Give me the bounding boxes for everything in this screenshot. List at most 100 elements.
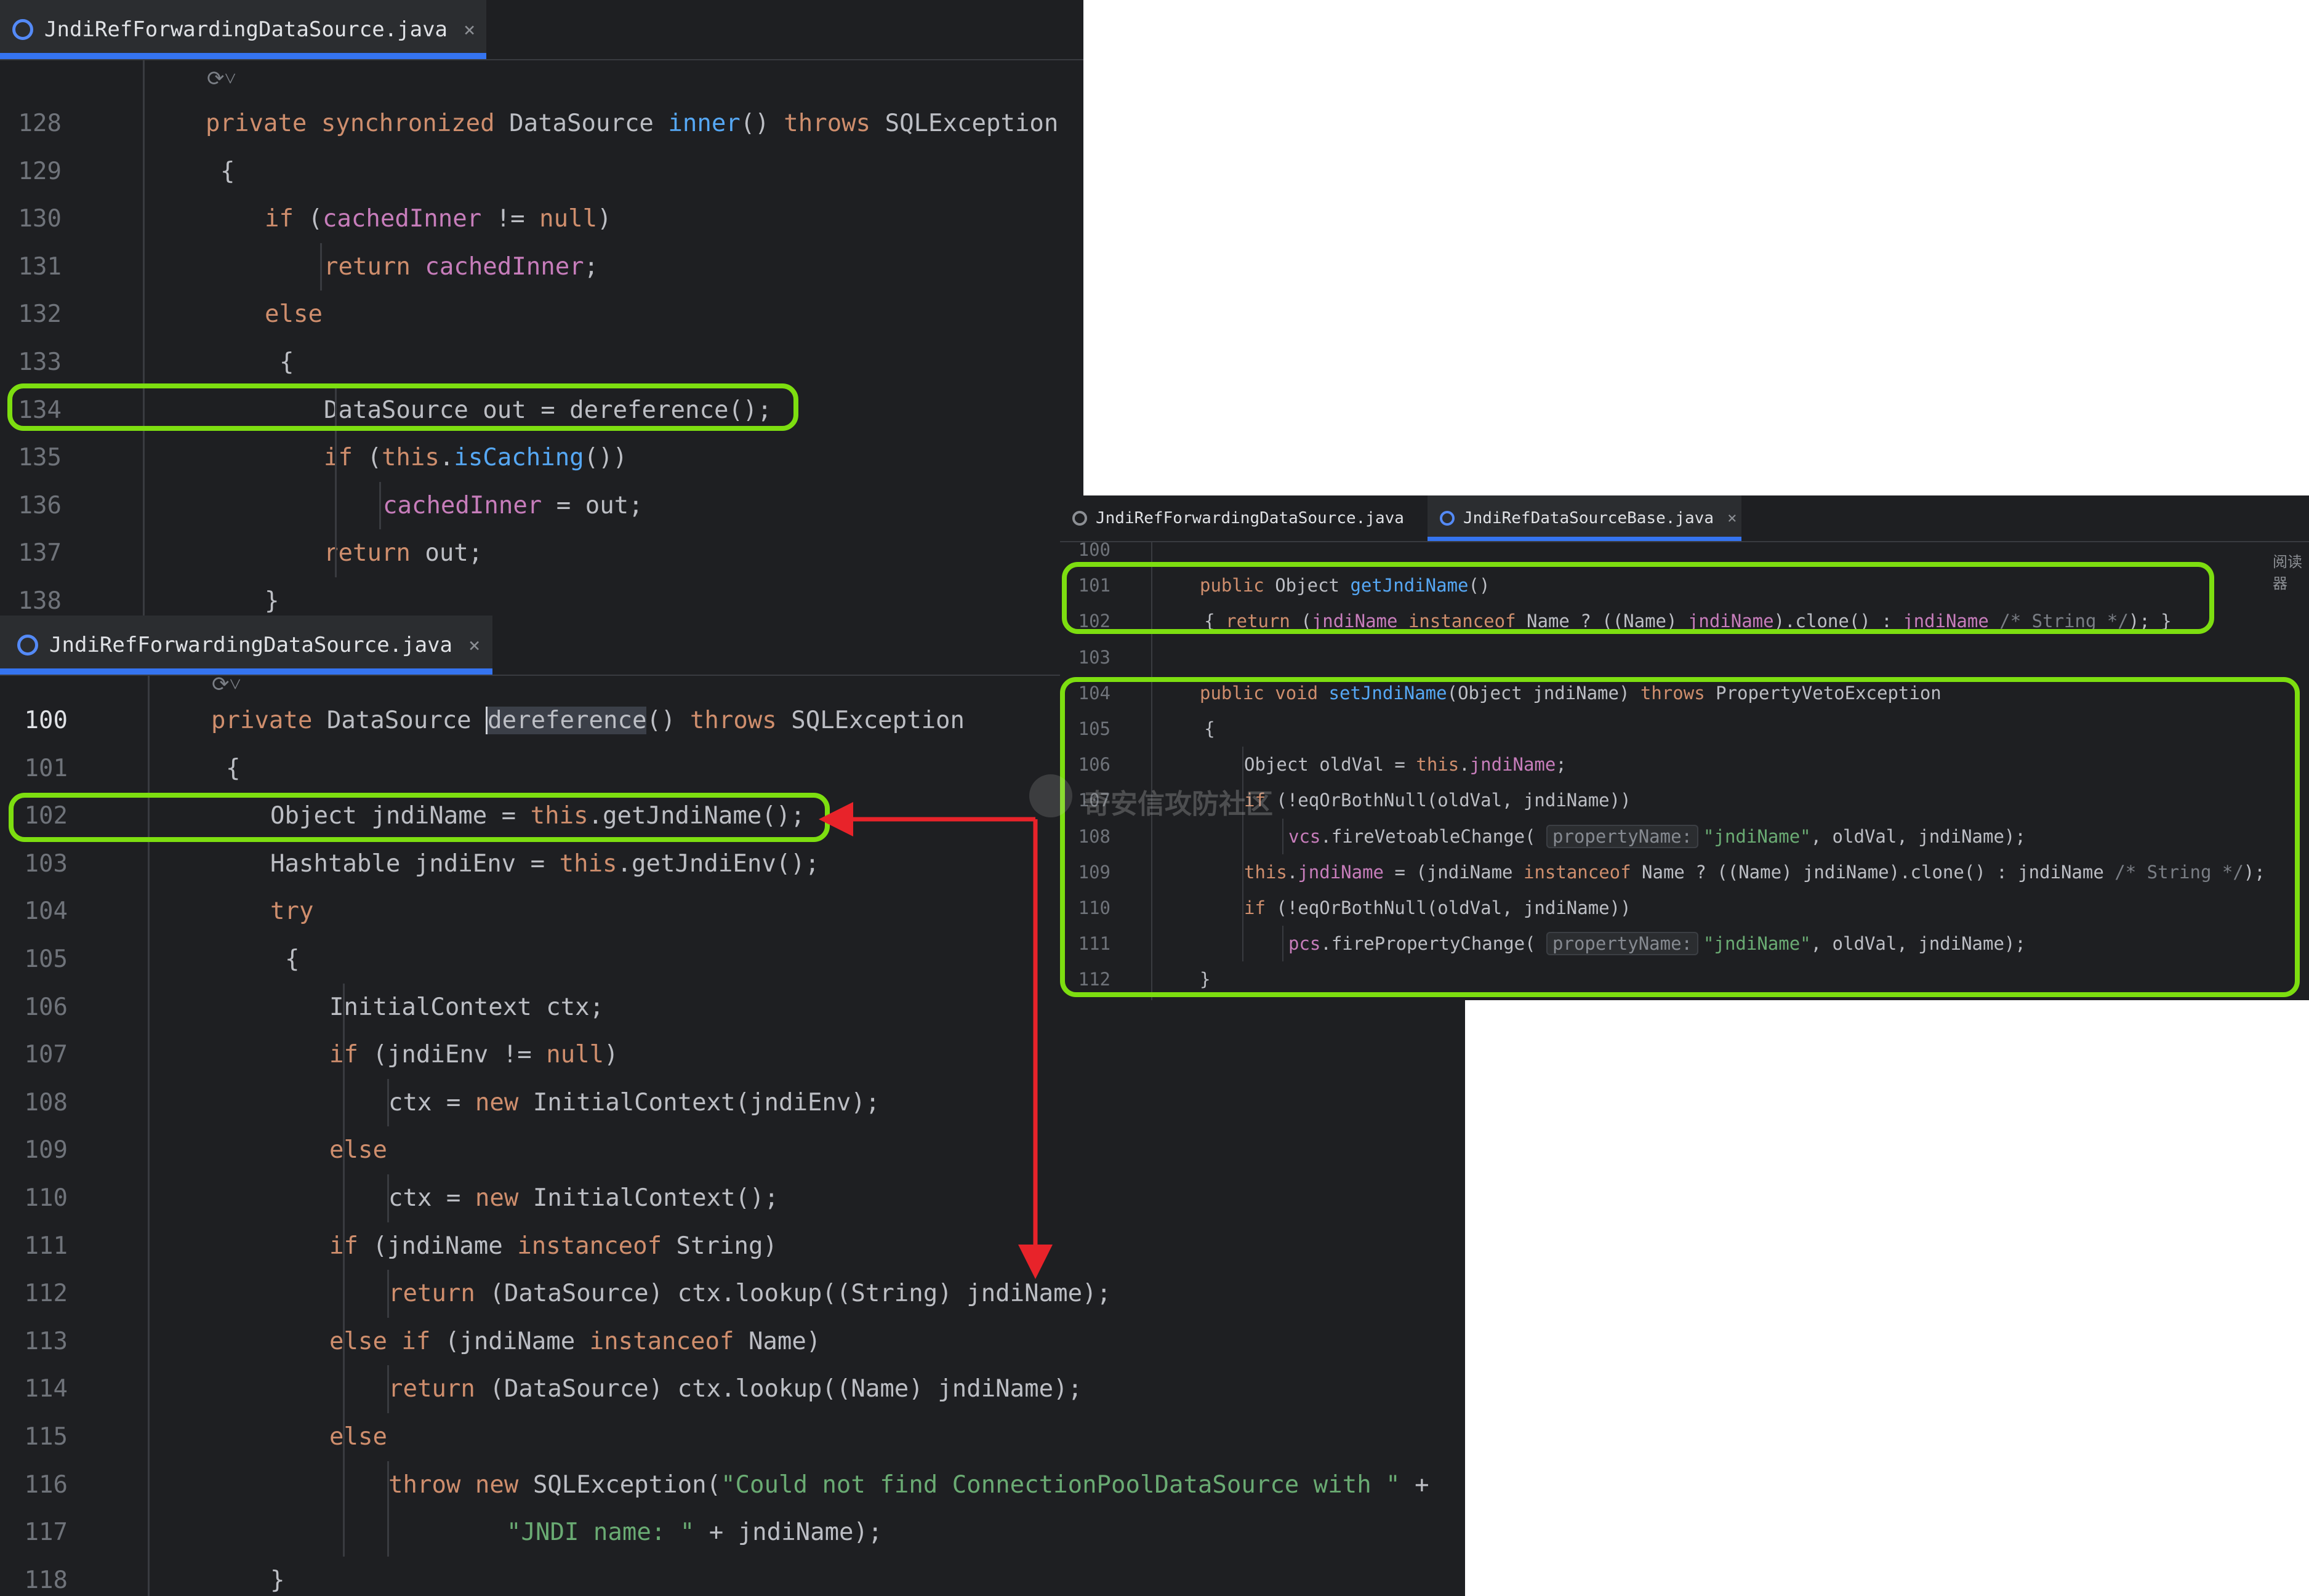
indent-guide <box>1242 890 1244 926</box>
editor-tabbar: JndiRefForwardingDataSource.java × <box>0 0 1083 59</box>
code-line[interactable]: 117"JNDI name: " + jndiName); <box>0 1509 1465 1557</box>
indent-guide <box>387 1509 389 1557</box>
indent-guide <box>1242 747 1244 783</box>
code-text: { return (jndiName instanceof Name ? ((N… <box>1204 611 2172 632</box>
code-fold-icon[interactable]: ⟳˅ <box>207 66 236 91</box>
code-line[interactable]: 114 return (DataSource) ctx.lookup((Name)… <box>0 1365 1465 1413</box>
code-text: try <box>270 897 314 926</box>
indent-guide <box>343 1365 345 1413</box>
line-number: 110 <box>1078 897 1110 918</box>
line-number: 107 <box>1078 790 1110 811</box>
code-text: return (DataSource) ctx.lookup((Name) jn… <box>388 1375 1083 1403</box>
code-text: ctx = new InitialContext(); <box>388 1184 779 1212</box>
code-line[interactable]: 132 else <box>0 291 1083 339</box>
code-line[interactable]: 118} <box>0 1557 1465 1596</box>
line-number: 114 <box>24 1375 68 1403</box>
line-number: 111 <box>1078 933 1110 955</box>
gutter-divider <box>1151 542 1152 1000</box>
code-text: if (jndiName instanceof String) <box>329 1232 777 1260</box>
code-line[interactable]: 101{ <box>0 745 1465 793</box>
code-line[interactable]: 112} <box>1060 961 2309 997</box>
java-class-icon <box>17 635 38 656</box>
line-number: 102 <box>24 802 68 830</box>
code-line[interactable]: 129{ <box>0 148 1083 196</box>
indent-guide <box>379 481 381 530</box>
code-line[interactable]: 102 Object jndiName = this.getJndiName(); <box>0 792 1465 840</box>
code-line[interactable]: 105{ <box>1060 711 2309 747</box>
line-number: 103 <box>1078 646 1110 668</box>
code-text: } <box>265 587 279 615</box>
line-number: 104 <box>1078 682 1110 704</box>
code-fold-icon[interactable]: ⟳˅ <box>212 672 241 697</box>
close-icon[interactable]: × <box>468 633 481 657</box>
line-number: 103 <box>24 849 68 878</box>
line-number: 109 <box>1078 861 1110 883</box>
code-text: return (DataSource) ctx.lookup((String) … <box>388 1280 1112 1308</box>
close-icon[interactable]: × <box>464 18 476 41</box>
code-line[interactable]: 102{ return (jndiName instanceof Name ? … <box>1060 603 2309 639</box>
editor-panel-top: JndiRefForwardingDataSource.java × ⟳˅ 12… <box>0 0 1083 616</box>
tab-jndirefforwardingdatasource[interactable]: JndiRefForwardingDataSource.java <box>1060 495 1426 541</box>
watermark-logo-icon <box>1029 774 1072 817</box>
code-text: Object jndiName = this.getJndiName(); <box>270 802 805 830</box>
code-line[interactable]: 133{ <box>0 339 1083 387</box>
reader-mode-label[interactable]: 阅读器 <box>2273 553 2302 592</box>
code-line[interactable]: 103 <box>1060 640 2309 675</box>
code-text: if (jndiEnv != null) <box>329 1041 619 1069</box>
tab-jndirefforwardingdatasource[interactable]: JndiRefForwardingDataSource.java × <box>0 0 486 59</box>
code-text: else <box>265 300 323 329</box>
indent-guide <box>387 1461 389 1509</box>
code-line[interactable]: 100 <box>1060 532 2309 567</box>
code-text: { <box>279 348 294 376</box>
code-text: if (this.isCaching()) <box>324 444 628 472</box>
indent-guide <box>1242 818 1244 854</box>
line-number: 115 <box>24 1423 68 1451</box>
code-line[interactable]: 138} <box>0 577 1083 616</box>
tab-jndirefforwardingdatasource[interactable]: JndiRefForwardingDataSource.java × <box>0 616 492 675</box>
line-number: 100 <box>24 707 68 734</box>
tab-jndirefdatasourcebase[interactable]: JndiRefDataSourceBase.java × <box>1428 495 1741 541</box>
code-text: cachedInner = out; <box>383 491 643 519</box>
code-text: vcs.fireVetoableChange( propertyName:"jn… <box>1288 824 2026 848</box>
tab-label: JndiRefDataSourceBase.java <box>1463 509 1714 527</box>
code-line[interactable]: 105{ <box>0 936 1465 984</box>
indent-guide <box>343 1174 345 1222</box>
line-number: 132 <box>18 300 62 329</box>
line-number: 101 <box>24 754 68 782</box>
line-number: 110 <box>24 1184 68 1212</box>
code-text: return cachedInner; <box>324 252 599 281</box>
code-line[interactable]: 110 ctx = new InitialContext(); <box>0 1174 1465 1222</box>
close-icon[interactable]: × <box>1727 509 1737 527</box>
indent-guide <box>335 434 337 482</box>
